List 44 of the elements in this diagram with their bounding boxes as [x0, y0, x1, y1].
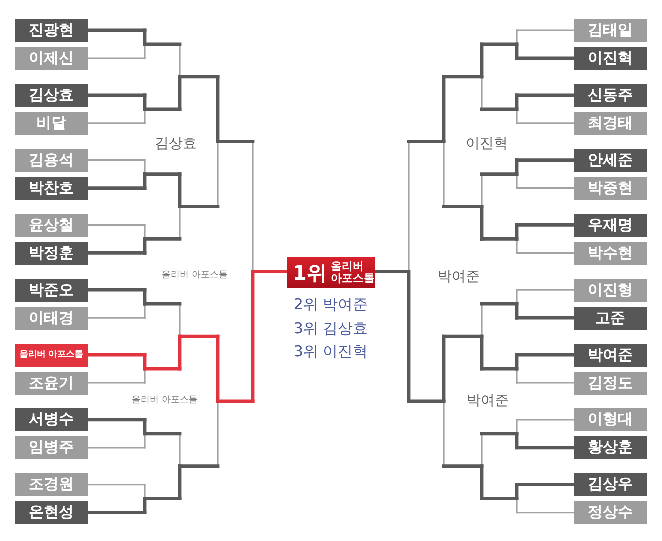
- champion-box: [287, 257, 375, 288]
- player-box: 박찬호: [15, 176, 88, 200]
- champion-name: 올리버 아포스톨: [330, 260, 375, 284]
- player-box: 박정훈: [15, 242, 88, 265]
- winner-label: 이진혁: [466, 137, 508, 151]
- player-box: 최경태: [574, 112, 647, 135]
- ranking-text: 3위 김상효: [294, 322, 368, 336]
- player-box: 안세준: [574, 148, 647, 172]
- ranking-text: 2위 박여준: [294, 298, 368, 312]
- player-box: 김상우: [574, 473, 647, 496]
- winner-label: 박여준: [438, 270, 480, 284]
- player-box: 김정도: [574, 372, 647, 394]
- player-box: 박수현: [574, 242, 647, 265]
- player-box: 김상효: [15, 84, 88, 107]
- player-box: 이태경: [15, 306, 88, 330]
- player-box: 조경원: [15, 473, 88, 496]
- player-box: 고준: [574, 306, 647, 330]
- player-box: 이형대: [574, 408, 647, 432]
- player-box: 박여준: [574, 344, 647, 366]
- winner-label: 박여준: [467, 394, 509, 408]
- player-box: 비달: [15, 112, 88, 135]
- player-box: 신동주: [574, 84, 647, 107]
- player-box: 김용석: [15, 148, 88, 172]
- player-box: 박준오: [15, 278, 88, 302]
- player-box: 진광현: [15, 19, 88, 42]
- rank-text: 1위: [293, 262, 327, 284]
- player-box: 황상훈: [574, 436, 647, 460]
- winner-label: 김상효: [155, 137, 197, 151]
- ranking-text: 3위 이진혁: [294, 344, 368, 360]
- player-box: 우재명: [574, 214, 647, 237]
- winner-label: 올리버 아포스톨: [132, 396, 198, 406]
- player-box: 이제신: [15, 47, 88, 70]
- player-box: 김태일: [574, 19, 647, 42]
- player-box: 박중현: [574, 176, 647, 200]
- player-box: 윤상철: [15, 214, 88, 237]
- player-box: 서병수: [15, 408, 88, 432]
- winner-label: 올리버 아포스톨: [162, 272, 228, 280]
- player-box: 이진형: [574, 278, 647, 302]
- player-box: 조윤기: [15, 372, 88, 394]
- player-box: 온현성: [15, 501, 88, 524]
- player-box: 이진혁: [574, 47, 647, 70]
- player-box: 정상수: [574, 501, 647, 524]
- player-box: 올리버 아포스톨: [15, 344, 88, 366]
- player-box: 임병주: [15, 436, 88, 460]
